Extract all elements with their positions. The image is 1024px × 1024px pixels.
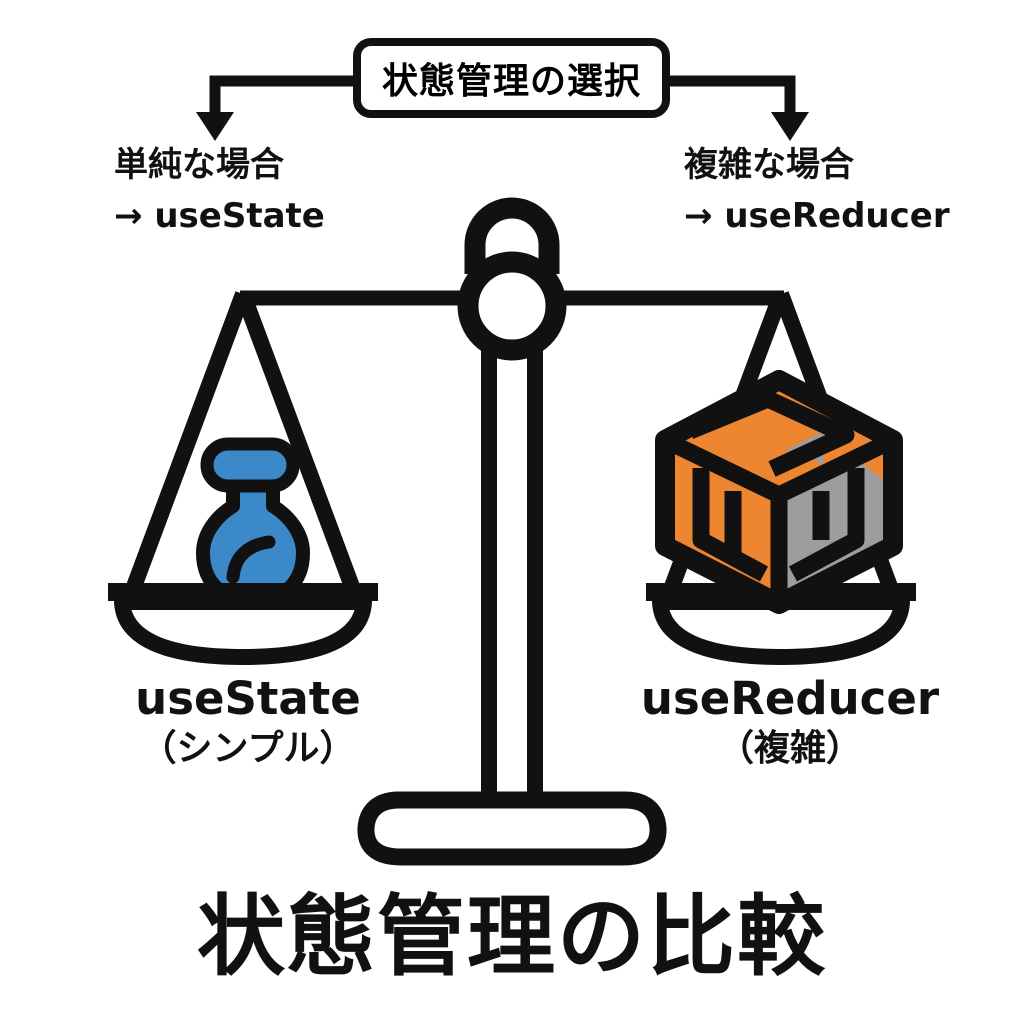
left-pan-name: useState (135, 672, 361, 725)
arrow-down-icon (196, 112, 234, 141)
right-pan-name: useReducer (640, 672, 940, 725)
arrow-down-icon (771, 112, 809, 141)
left-arrow-connector (196, 75, 353, 141)
cube-icon (655, 370, 903, 614)
left-pan-label: useState （シンプル） (88, 676, 408, 767)
decision-box-label: 状態管理の選択 (381, 61, 641, 102)
page-title: 状態管理の比較 (196, 885, 827, 988)
left-hanger (118, 291, 368, 611)
left-pan (108, 291, 378, 665)
right-pan-bowl (652, 594, 910, 665)
left-branch-result: → useState (114, 196, 325, 236)
right-pan-label: useReducer （複雑） (630, 676, 950, 767)
scale-base (357, 791, 667, 866)
right-branch-note: 複雑な場合 → useReducer (684, 140, 950, 242)
scale-pivot (457, 251, 567, 361)
right-pan-tag: （複雑） (717, 728, 862, 769)
decision-box: 状態管理の選択 (353, 38, 670, 118)
scale-frame (240, 197, 784, 820)
right-arrow-connector (670, 75, 809, 141)
right-pan (646, 291, 916, 665)
left-pan-tag: （シンプル） (140, 728, 356, 769)
scale-post (481, 312, 543, 820)
right-branch-condition: 複雑な場合 (684, 145, 854, 185)
left-pan-bowl (114, 594, 372, 665)
left-branch-condition: 単純な場合 (114, 145, 284, 185)
right-branch-result: → useReducer (684, 196, 950, 236)
left-branch-note: 単純な場合 → useState (114, 140, 325, 242)
flask-icon (196, 437, 310, 608)
